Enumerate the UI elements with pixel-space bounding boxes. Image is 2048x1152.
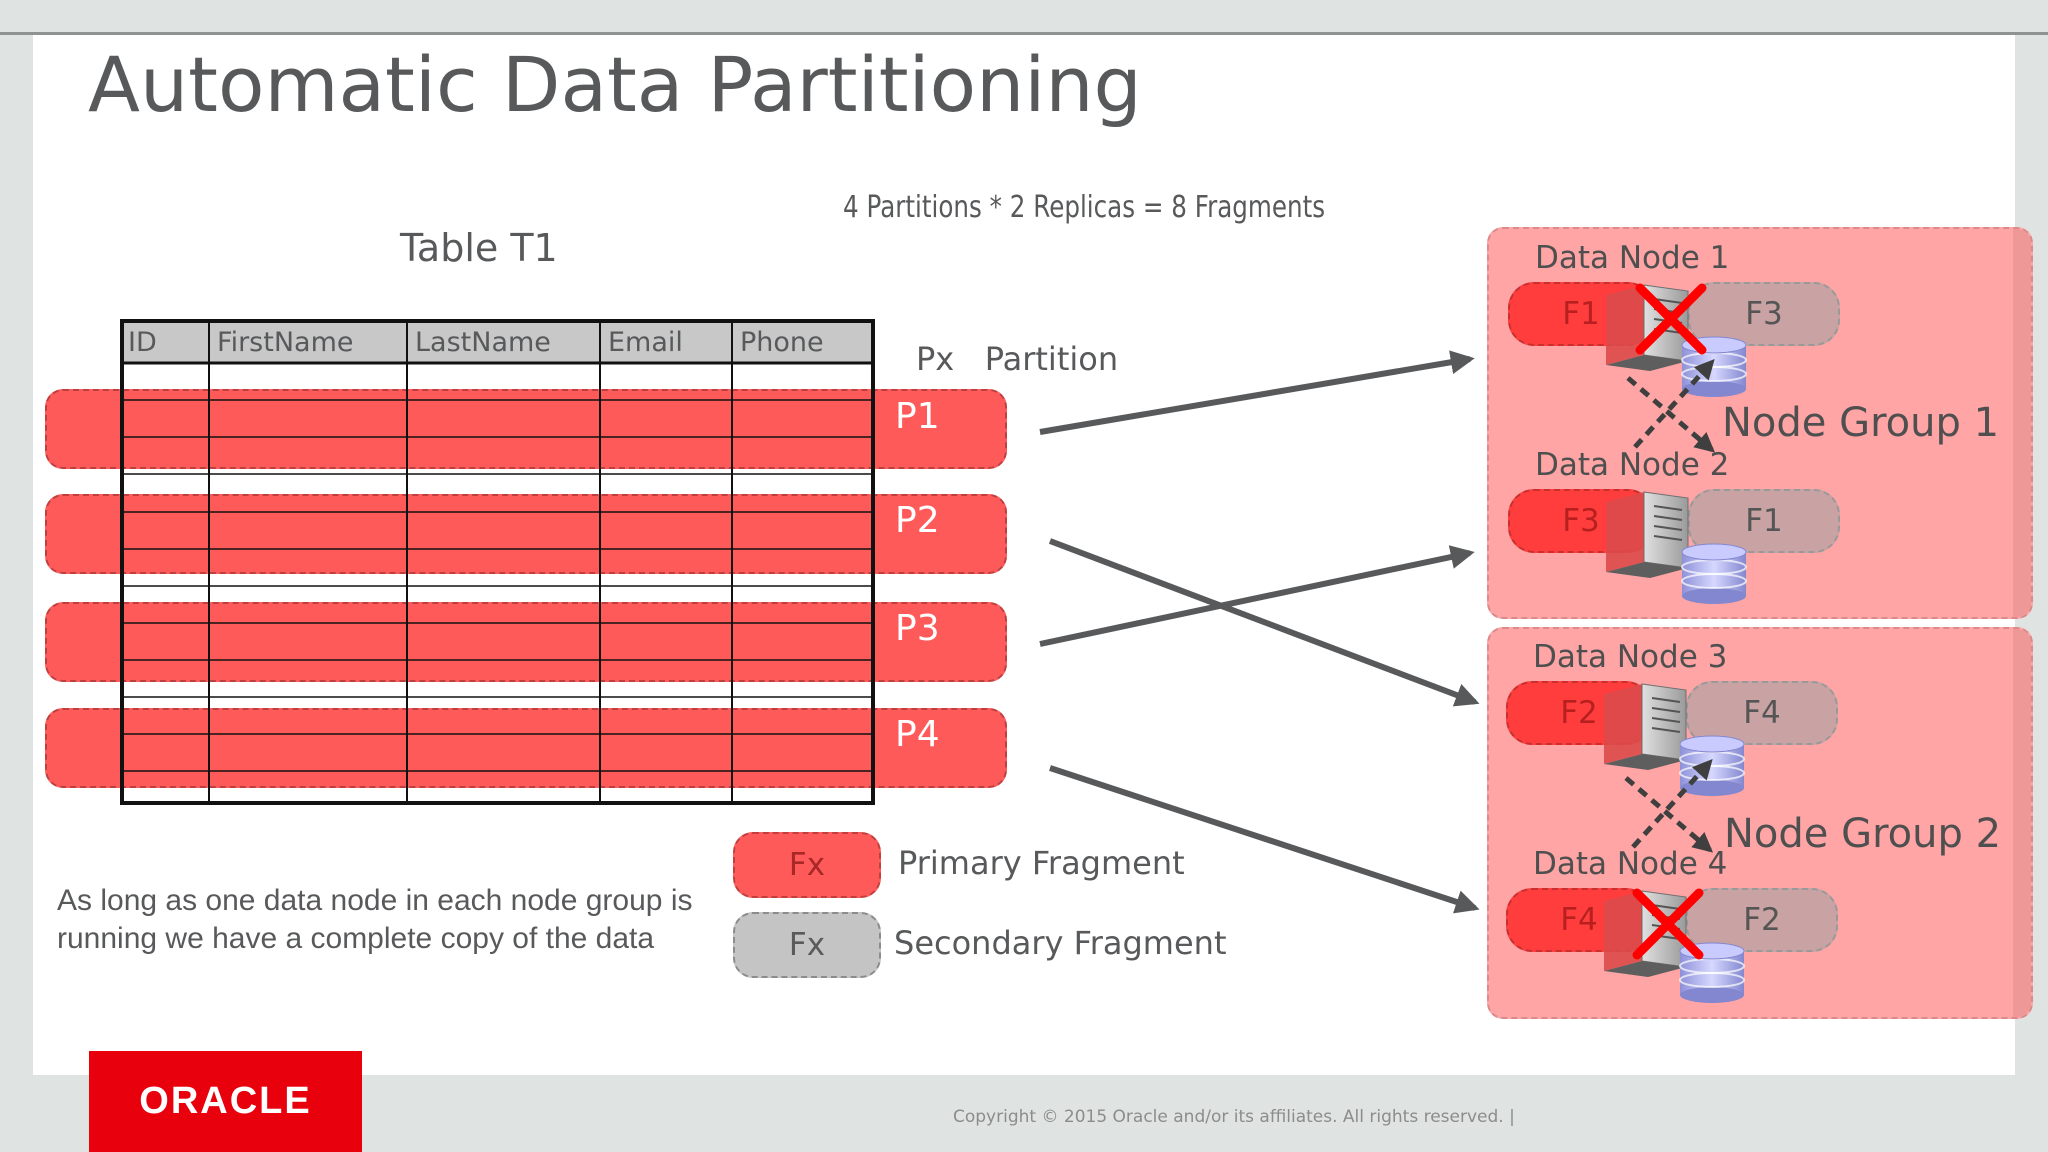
top-rule: [0, 32, 2048, 35]
replication-link: [1624, 776, 1714, 853]
data-node-3-title: Data Node 3: [1533, 639, 1728, 675]
partition-band-p3: [45, 602, 1007, 682]
server-icon: [1605, 491, 1689, 579]
column-header-lastname: LastName: [415, 327, 551, 358]
data-node-2-title: Data Node 2: [1535, 447, 1730, 483]
database-icon: [1679, 942, 1745, 1004]
legend-secondary-fragment-swatch: Fx: [733, 912, 881, 978]
data-node-1-secondary-fragment: F3: [1688, 282, 1840, 346]
column-header-firstname: FirstName: [217, 327, 354, 358]
replication-link: [1631, 759, 1713, 849]
database-icon: [1681, 336, 1747, 398]
node-group-2-label: Node Group 2: [1724, 811, 2002, 857]
partition-column-header: Px Partition: [916, 340, 1118, 378]
column-header-phone: Phone: [740, 327, 824, 358]
fragment-formula: 4 Partitions * 2 Replicas = 8 Fragments: [843, 190, 1326, 225]
node-group-1-label: Node Group 1: [1722, 400, 2000, 446]
oracle-logo: ORACLE: [89, 1051, 362, 1152]
partition-label-p4: P4: [895, 714, 940, 755]
database-icon: [1679, 735, 1745, 797]
partition-label-p2: P2: [895, 500, 940, 541]
px-label: Px: [916, 340, 955, 378]
arrow-p1-to-node-group-1: [1039, 350, 1475, 435]
legend-primary-fragment-swatch: Fx: [733, 832, 881, 898]
partition-band-p2: [45, 494, 1007, 574]
database-icon: [1681, 543, 1747, 605]
replication-link: [1633, 359, 1715, 449]
column-header-id: ID: [128, 327, 157, 358]
table-header-row: [122, 321, 873, 363]
slide-title: Automatic Data Partitioning: [88, 40, 1142, 129]
arrow-p4-to-node-group-2: [1049, 765, 1480, 914]
partition-label: Partition: [984, 340, 1119, 378]
arrow-p3-to-node-group-1: [1039, 545, 1475, 647]
data-node-3-secondary-fragment: F4: [1686, 681, 1838, 745]
column-header-email: Email: [608, 327, 683, 358]
copyright-notice: Copyright © 2015 Oracle and/or its affil…: [953, 1107, 1515, 1127]
partition-label-p3: P3: [895, 608, 940, 649]
data-node-4-secondary-fragment: F2: [1686, 888, 1838, 952]
data-node-1-title: Data Node 1: [1535, 240, 1730, 276]
table-title: Table T1: [400, 226, 558, 270]
partition-label-p1: P1: [895, 396, 940, 437]
arrow-p2-to-node-group-2: [1048, 538, 1480, 707]
legend-secondary-label: Secondary Fragment: [894, 924, 1227, 962]
availability-note: As long as one data node in each node gr…: [57, 884, 693, 955]
partition-band-p4: [45, 708, 1007, 788]
replication-link: [1626, 376, 1716, 453]
partition-band-p1: [45, 389, 1007, 469]
legend-primary-label: Primary Fragment: [898, 844, 1185, 882]
data-node-2-secondary-fragment: F1: [1688, 489, 1840, 553]
server-icon: [1603, 683, 1687, 771]
oracle-logo-text: ORACLE: [139, 1080, 312, 1122]
